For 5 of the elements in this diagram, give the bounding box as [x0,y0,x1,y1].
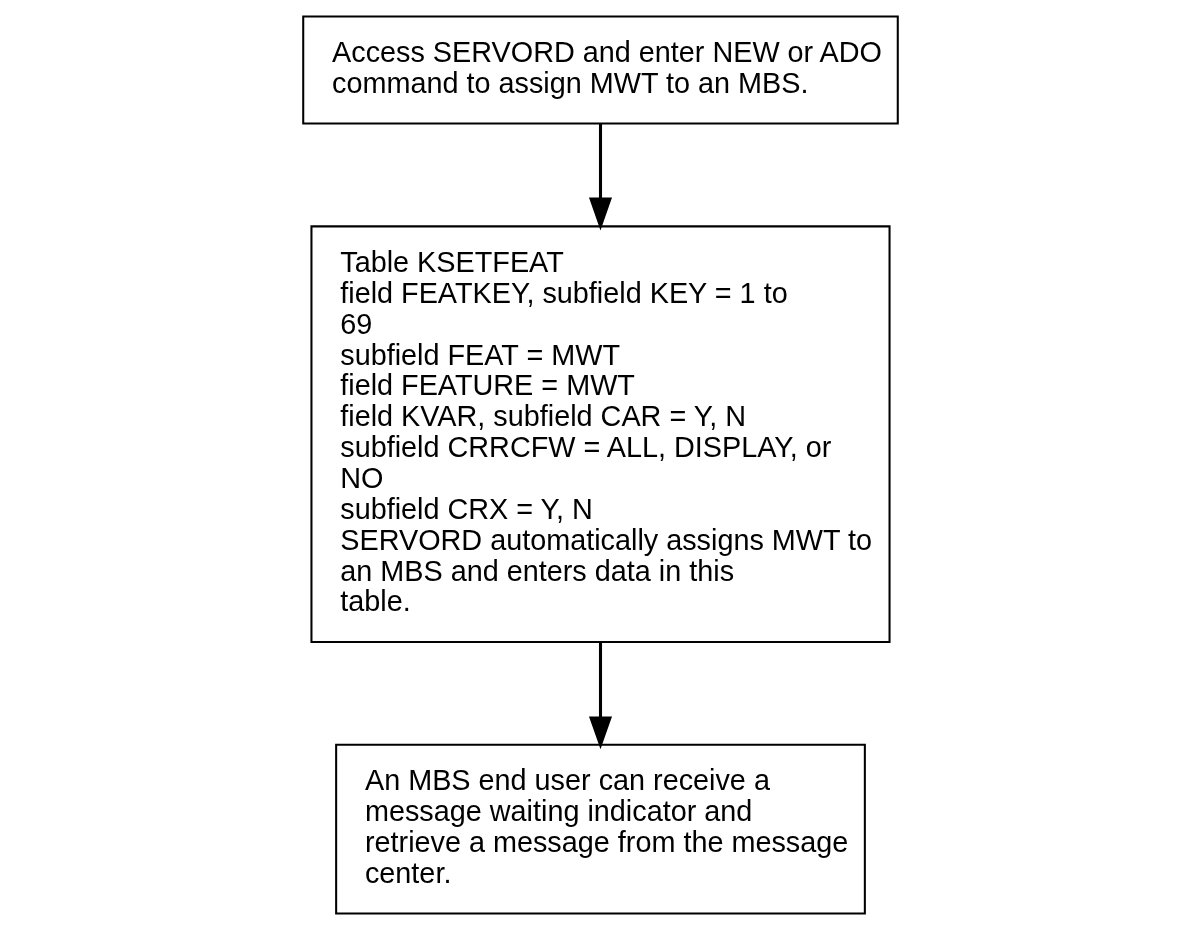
node-box: Access SERVORD and enter NEW or ADO command to assign MWT to an MBS. [302,15,899,125]
node-box: Table KSETFEAT field FEATKEY, subfield KEY = 1 to 69 subfield FEAT = MWT field FEATURE = MWT field KVAR, subfield CAR = Y, N subfield CRRCFW = ALL, DISPLAY, or NO subfield CRX = Y, N SERVORD automatically assigns MWT to an MBS and enters data in this table. [310,225,891,643]
arrow [588,641,613,750]
node-box: An MBS end user can receive a message waiting indicator and retrieve a message from the message center. [335,743,866,915]
arrow [588,123,613,231]
